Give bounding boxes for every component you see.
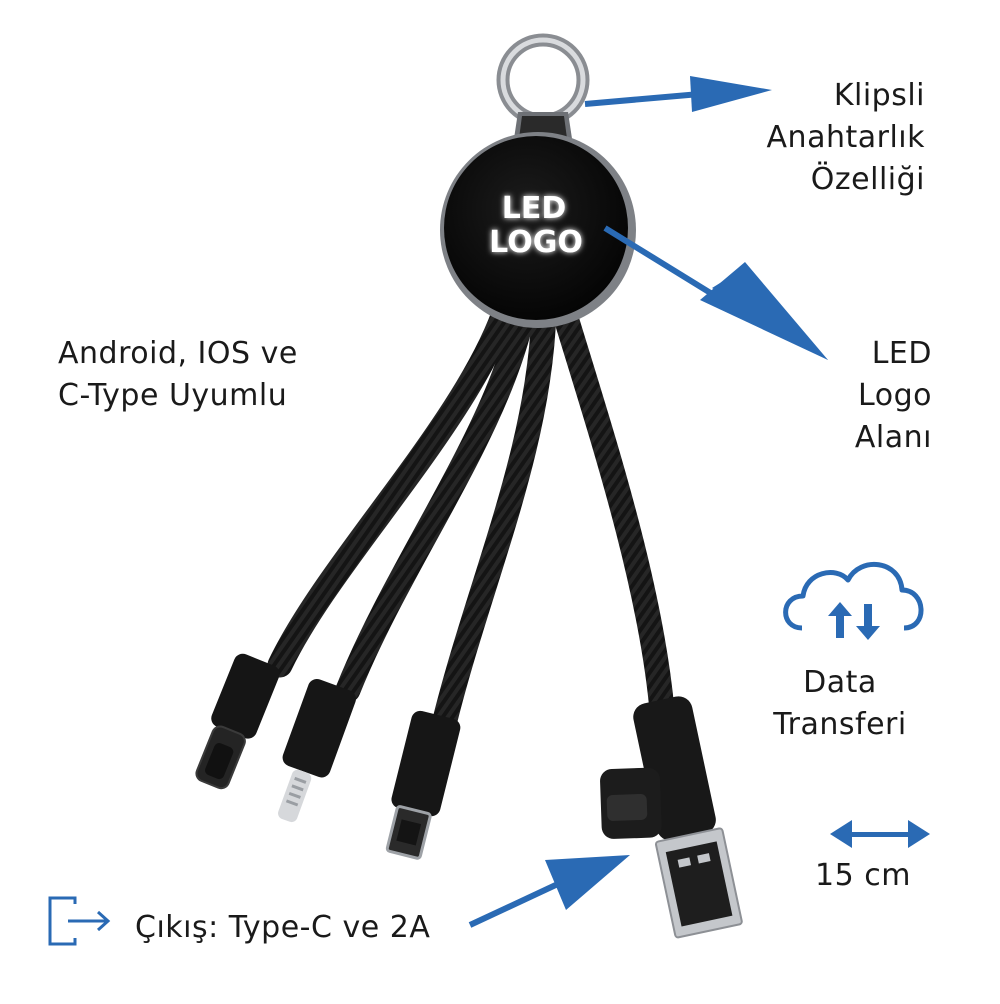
logo-line-1: LED <box>502 191 567 226</box>
led-line-1: LED <box>871 336 932 371</box>
compat-line-1: Android, IOS ve <box>58 336 298 371</box>
data-line-2: Transferi <box>773 707 907 742</box>
logo-line-2: LOGO <box>489 225 583 260</box>
arrow-right-icon <box>584 76 772 112</box>
lightning-connector <box>278 678 356 823</box>
led-logo-disc: LED LOGO <box>440 132 636 328</box>
output-spec-label: Çıkış: Type-C ve 2A <box>135 907 430 949</box>
keyring-line-1: Klipsli <box>833 78 925 113</box>
arrow-right-icon <box>468 855 630 928</box>
led-logo-area-label: LED Logo Alanı <box>700 333 932 459</box>
output-text: Çıkış: Type-C ve 2A <box>135 910 431 945</box>
double-arrow-icon <box>830 820 930 848</box>
exit-icon <box>48 896 111 946</box>
micro-usb-connector <box>385 710 461 860</box>
cables <box>267 292 675 733</box>
led-line-3: Alanı <box>854 420 932 455</box>
led-line-2: Logo <box>858 378 932 413</box>
usb-a-connector <box>600 696 743 939</box>
compat-line-2: C-Type Uyumlu <box>58 378 288 413</box>
arrow-right-icon <box>603 225 828 360</box>
data-line-1: Data <box>803 665 877 700</box>
keyring-line-2: Anahtarlık <box>766 120 925 155</box>
cable-length-label: 15 cm <box>815 855 911 897</box>
data-transfer-label: Data Transferi <box>760 662 920 746</box>
cloud-transfer-icon <box>783 562 924 640</box>
compatibility-label: Android, IOS ve C-Type Uyumlu <box>58 333 358 417</box>
usb-c-connector <box>195 653 280 790</box>
keyring-feature-label: Klipsli Anahtarlık Özelliği <box>650 75 925 201</box>
length-text: 15 cm <box>815 858 911 893</box>
keyring-line-3: Özelliği <box>810 162 925 197</box>
